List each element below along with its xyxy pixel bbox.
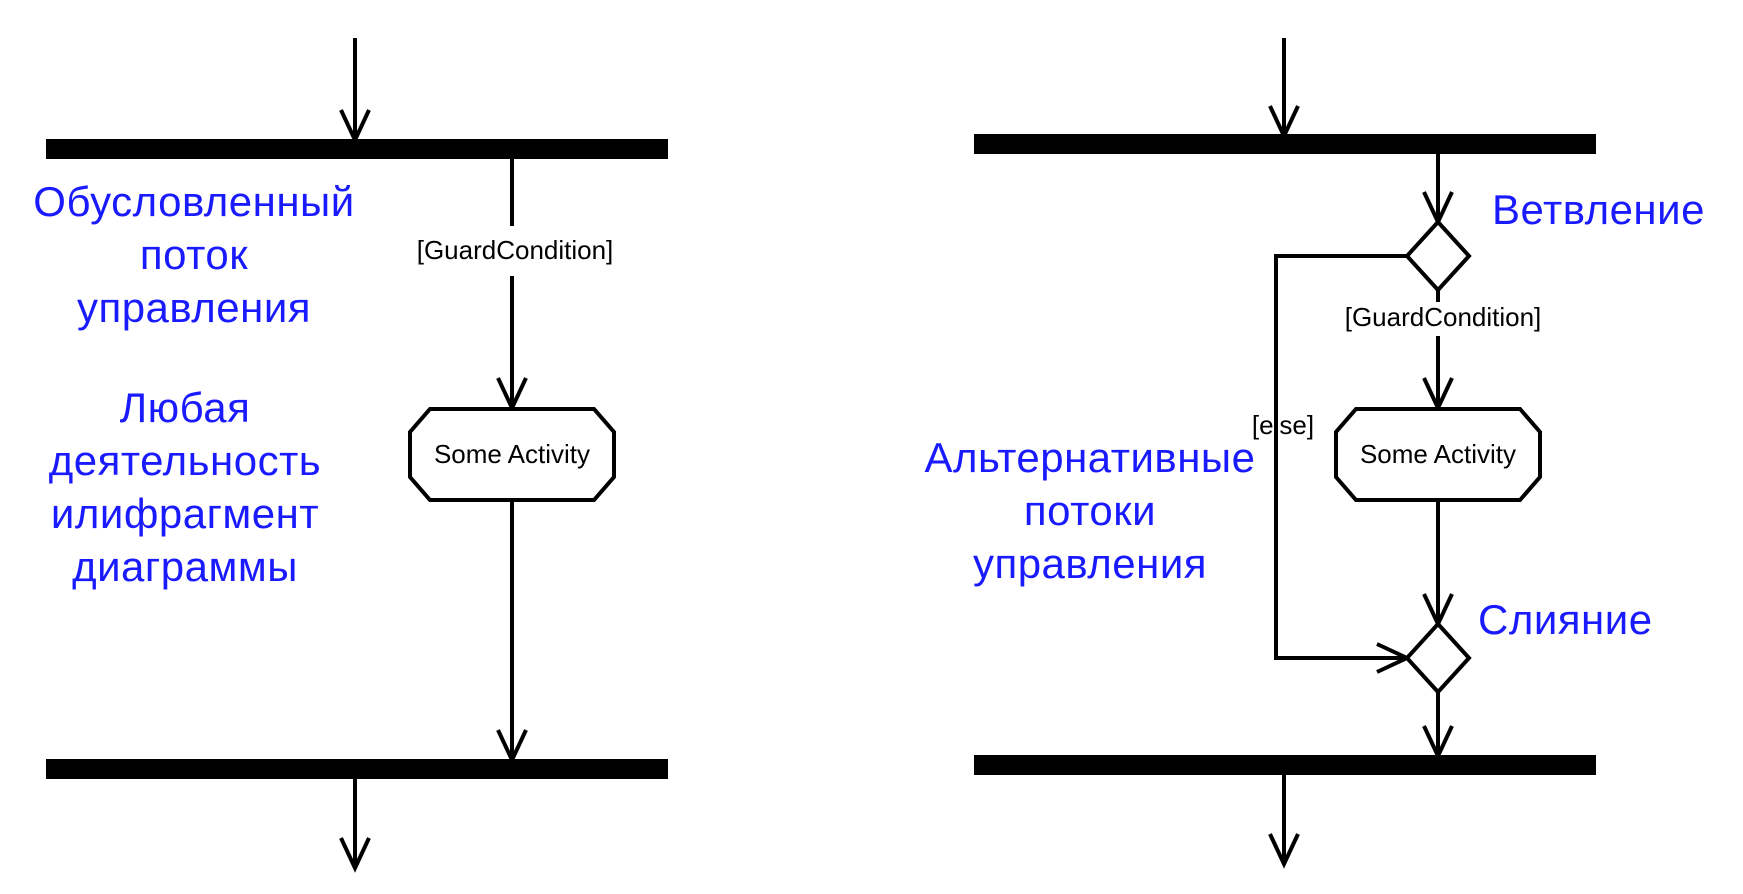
left-top-sync-bar — [46, 139, 668, 159]
note-guarded-flow-line: Обусловленный — [33, 178, 355, 225]
left-incoming-arrow — [339, 38, 371, 145]
left-activity-label: Some Activity — [434, 439, 590, 469]
branch-label: Ветвление — [1492, 186, 1705, 233]
note-alternative-flows-line: управления — [972, 540, 1208, 587]
right-incoming-arrow — [1268, 38, 1300, 141]
note-any-activity-line: илифрагмент — [50, 490, 320, 537]
note-guarded-flow-line: поток — [139, 231, 249, 278]
note-any-activity-line: Любая — [119, 384, 251, 431]
right-bottom-sync-bar — [974, 755, 1596, 775]
right-outgoing-arrow — [1268, 775, 1300, 869]
right-diagram — [974, 38, 1596, 869]
note-alternative-flows-line: Альтернативные — [924, 434, 1256, 481]
note-alternative-flows-line: потоки — [1023, 487, 1157, 534]
left-activity-to-bar-flow — [496, 500, 528, 765]
left-activity-node — [408, 407, 616, 502]
right-guard-label: [GuardCondition] — [1345, 302, 1542, 332]
merge-node — [1404, 621, 1472, 695]
right-bar-to-branch-flow — [1422, 154, 1454, 227]
right-merge-to-bar-flow — [1422, 692, 1454, 761]
right-activity-label: Some Activity — [1360, 439, 1516, 469]
note-any-activity: Любая деятельность илифрагмент диаграммы — [4, 381, 366, 593]
note-any-activity-line: деятельность — [48, 437, 322, 484]
merge-label: Слияние — [1478, 596, 1653, 643]
right-top-sync-bar — [974, 134, 1596, 154]
note-guarded-flow-line: управления — [76, 284, 312, 331]
branch-decision-node — [1404, 219, 1472, 293]
left-guard-label: [GuardCondition] — [417, 235, 614, 265]
left-bottom-sync-bar — [46, 759, 668, 779]
left-guarded-flow — [496, 159, 528, 413]
note-any-activity-line: диаграммы — [72, 543, 298, 590]
note-alternative-flows: Альтернативные потоки управления — [890, 431, 1290, 590]
right-activity-node — [1334, 407, 1542, 502]
else-guard-label: [else] — [1252, 410, 1314, 440]
right-activity-to-merge-flow — [1422, 500, 1454, 629]
note-guarded-flow: Обусловленный поток управления — [10, 175, 378, 334]
left-diagram — [46, 38, 668, 873]
left-outgoing-arrow — [339, 779, 371, 873]
